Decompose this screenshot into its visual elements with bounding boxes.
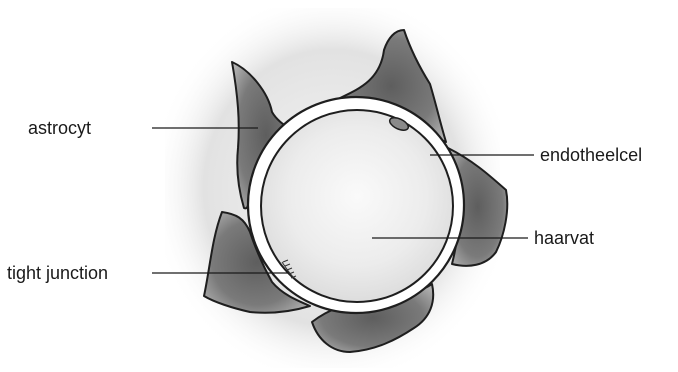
label-tight-junction: tight junction [7, 263, 108, 283]
label-astrocyte: astrocyt [28, 118, 91, 138]
capillary-vessel [248, 97, 464, 313]
label-capillary: haarvat [534, 228, 594, 248]
label-endothelial-cell: endotheelcel [540, 145, 642, 165]
